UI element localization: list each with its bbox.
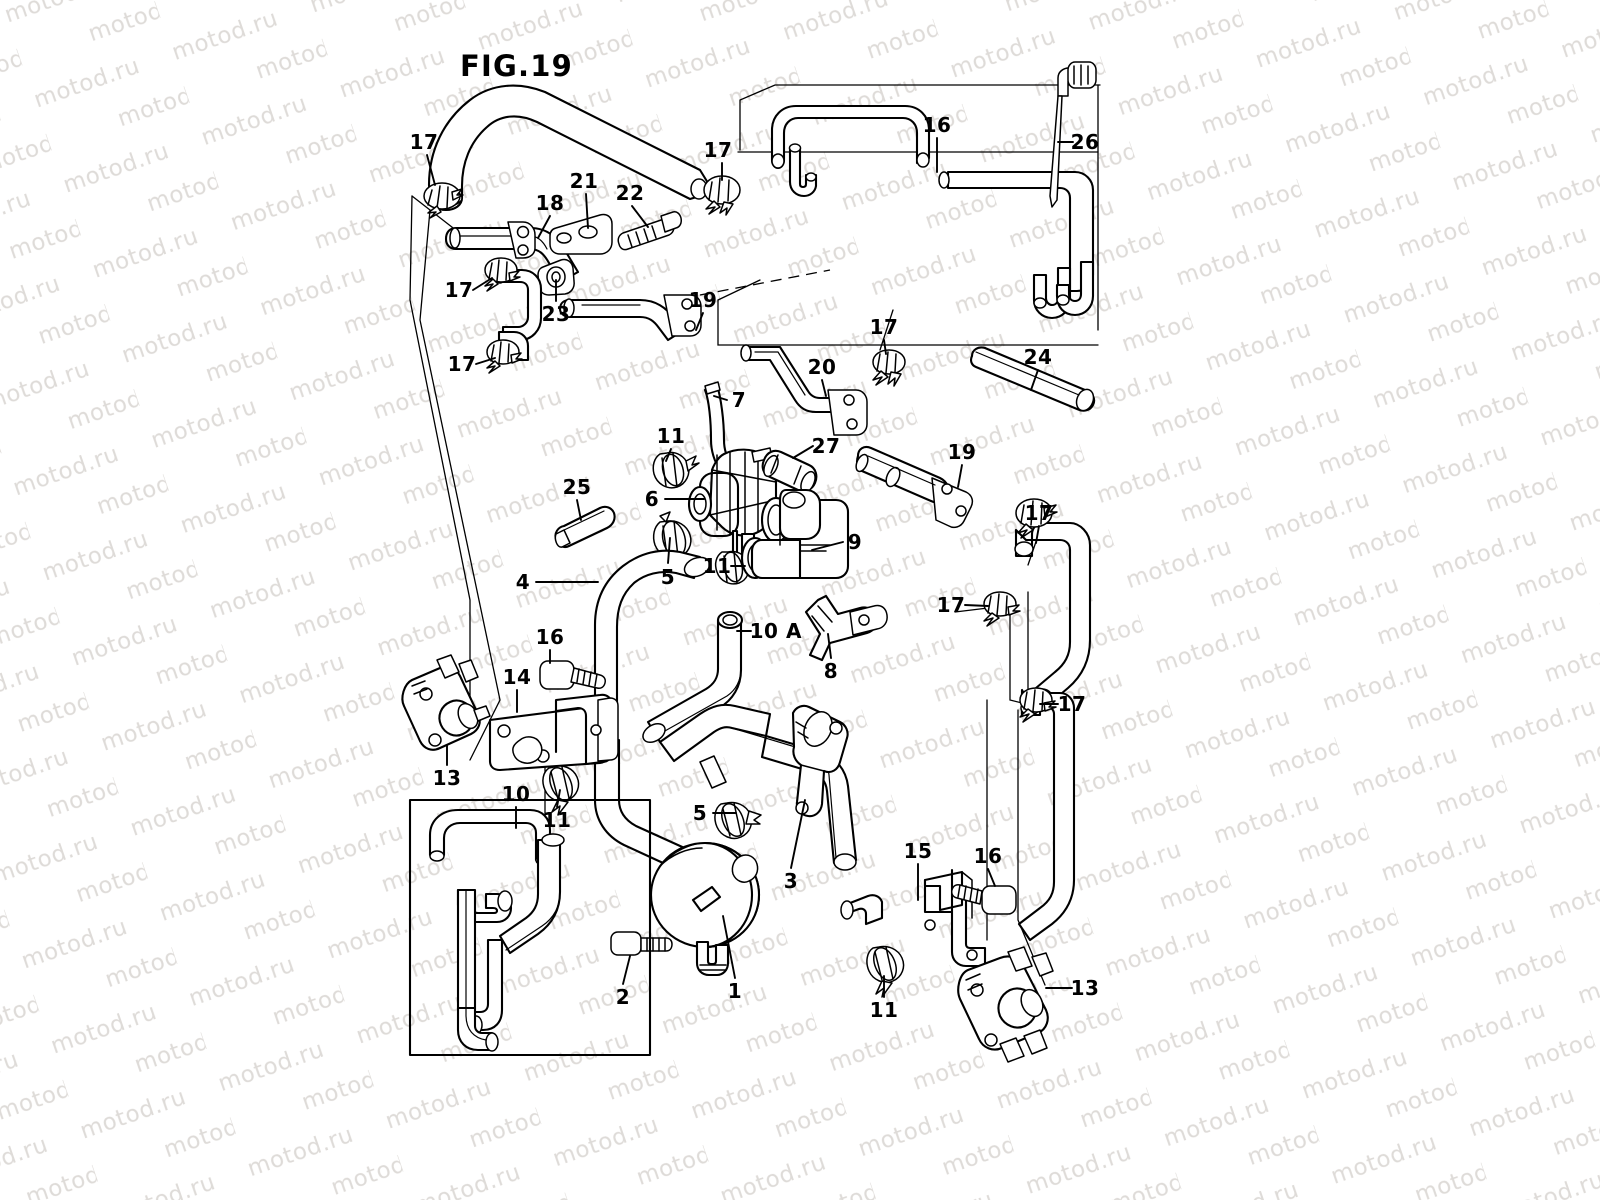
callout-2-c2: 2 [615, 985, 631, 1009]
callout-7-c7: 7 [731, 388, 747, 412]
figure-title: FIG.19 [460, 49, 573, 83]
callout-22-c22: 22 [615, 181, 645, 205]
callout-5-c5b: 5 [692, 801, 708, 825]
callout-10-c10b: 10 [501, 782, 531, 806]
callout-16-c16c: 16 [973, 844, 1003, 868]
callout-11-c11c: 11 [542, 808, 572, 832]
callout-11-c11d: 11 [869, 998, 899, 1022]
callout-3-c3: 3 [783, 869, 799, 893]
callout-8-c8: 8 [823, 659, 839, 683]
callout-19-c19b: 19 [947, 440, 977, 464]
callout-11-c11a: 11 [656, 424, 686, 448]
callout-17-c17h: 17 [1057, 692, 1087, 716]
callout-16-c16a: 16 [922, 113, 952, 137]
callout-14-c14: 14 [502, 665, 532, 689]
callout-25-c25: 25 [562, 475, 592, 499]
callout-24-c24: 24 [1023, 345, 1053, 369]
callout-17-c17a: 17 [409, 130, 439, 154]
callout-19-c19a: 19 [688, 288, 718, 312]
callout-10-c10a: 10 [749, 619, 779, 643]
callout-9-c9: 9 [847, 530, 863, 554]
callout-21-c21: 21 [569, 169, 599, 193]
callout-17-c17d: 17 [869, 315, 899, 339]
callout-17-c17f: 17 [1024, 501, 1054, 525]
callout-16-c16b: 16 [535, 625, 565, 649]
callout-18-c18: 18 [535, 191, 565, 215]
callout-13-c13a: 13 [432, 766, 462, 790]
callout-A-cA: A [786, 619, 802, 643]
callout-15-c15: 15 [903, 839, 933, 863]
callout-17-c17b: 17 [703, 138, 733, 162]
callout-17-c17g: 17 [936, 593, 966, 617]
callout-23-c23: 23 [541, 302, 571, 326]
callout-6-c6: 6 [644, 487, 660, 511]
callout-26-c26: 26 [1070, 130, 1100, 154]
callout-27-c27: 27 [811, 434, 841, 458]
callout-4-c4: 4 [515, 570, 531, 594]
callout-1-c1: 1 [727, 979, 743, 1003]
callout-5-c5a: 5 [660, 565, 676, 589]
callout-20-c20: 20 [807, 355, 837, 379]
callout-13-c13b: 13 [1070, 976, 1100, 1000]
callout-17-c17e: 17 [447, 352, 477, 376]
callout-17-c17c: 17 [444, 278, 474, 302]
callout-11-c11b: 11 [702, 554, 732, 578]
